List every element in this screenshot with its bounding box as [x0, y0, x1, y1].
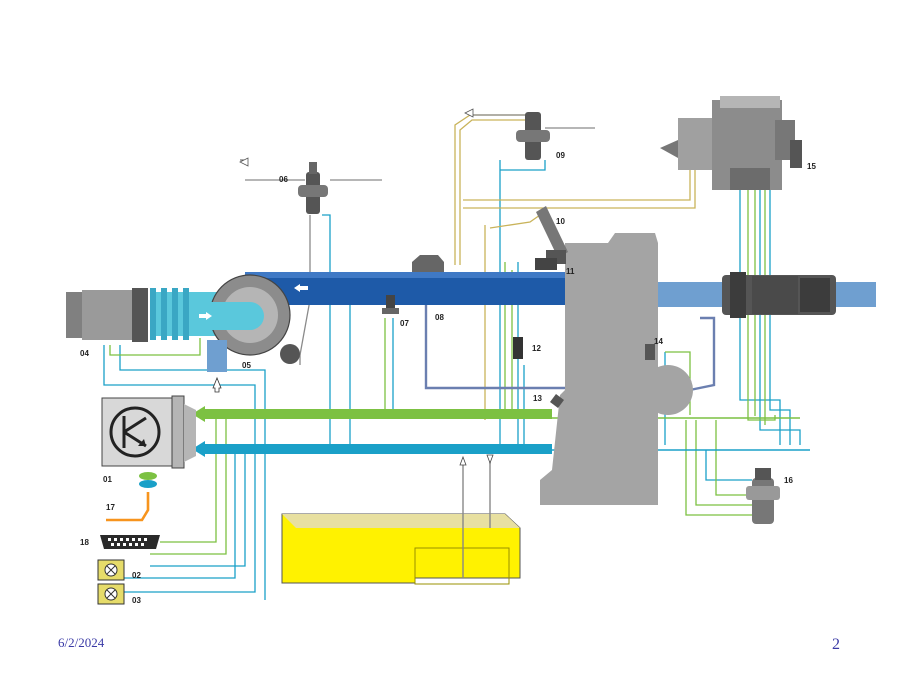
signal-bus-blue [192, 441, 810, 457]
engine-block [540, 233, 693, 505]
sensor-13 [550, 394, 564, 408]
sensor-14 [645, 344, 655, 360]
injector-10 [536, 206, 568, 264]
label-01: 01 [103, 475, 112, 484]
label-06: 06 [279, 175, 288, 184]
label-15: 15 [807, 162, 816, 171]
label-04: 04 [80, 349, 89, 358]
fuel-tank [281, 454, 521, 585]
label-09: 09 [556, 151, 565, 160]
flow-arrow-icon [459, 455, 467, 466]
label-11: 11 [566, 267, 575, 276]
sensor-12 [513, 337, 523, 359]
label-02: 02 [132, 571, 141, 580]
flow-arrow-icon [212, 376, 222, 393]
injection-pump [660, 96, 802, 190]
label-14: 14 [654, 337, 663, 346]
valve-06 [239, 157, 328, 214]
label-05: 05 [242, 361, 251, 370]
egr-valve [412, 255, 444, 272]
page-number: 2 [832, 636, 840, 653]
ecu [101, 395, 196, 488]
sensor-07 [382, 295, 399, 314]
diagnostic-connector-icon [100, 535, 160, 549]
label-12: 12 [532, 344, 541, 353]
warning-lamp-icon [97, 559, 125, 581]
actuator-16 [746, 468, 780, 524]
flow-arrow-icon [486, 454, 494, 465]
label-08: 08 [435, 313, 444, 322]
label-07: 07 [400, 319, 409, 328]
label-17: 17 [106, 503, 115, 512]
label-18: 18 [80, 538, 89, 547]
warning-lamp-icon [97, 583, 125, 605]
label-13: 13 [533, 394, 542, 403]
component-labels: 01 02 03 04 05 06 07 08 09 10 11 12 13 1… [80, 151, 816, 605]
flow-arrow-icon [199, 312, 212, 320]
flow-arrow-icon [294, 284, 308, 292]
label-16: 16 [784, 476, 793, 485]
intake-duct [245, 272, 575, 305]
turbocharger [150, 274, 300, 393]
air-mass-meter [66, 288, 148, 342]
exhaust-pipe [640, 272, 876, 318]
valve-09 [464, 108, 550, 160]
label-03: 03 [132, 596, 141, 605]
sensor-11 [535, 258, 557, 270]
transistor-symbol-icon [109, 406, 161, 458]
footer-date: 6/2/2024 [58, 635, 105, 650]
label-10: 10 [556, 217, 565, 226]
signal-bus-green [192, 406, 800, 422]
